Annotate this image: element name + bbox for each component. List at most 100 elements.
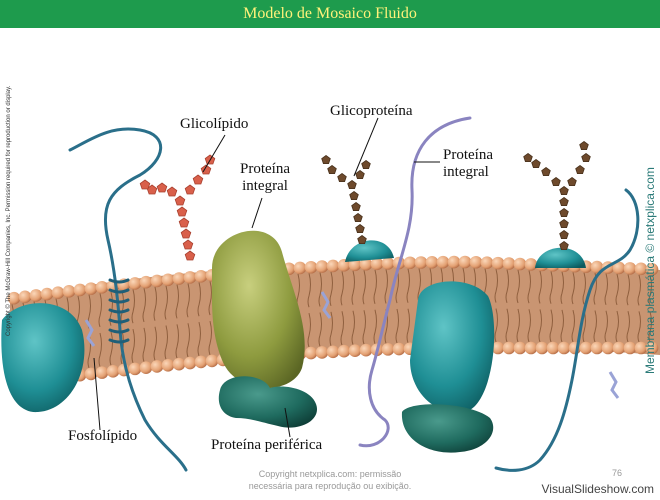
helix-coil-left bbox=[108, 278, 130, 344]
lipid-tail bbox=[362, 310, 366, 345]
lipid-tail bbox=[329, 311, 333, 346]
phospholipid-head bbox=[447, 255, 461, 269]
lipid-tail bbox=[208, 281, 212, 316]
lipid-tail bbox=[373, 309, 377, 344]
sugar-unit bbox=[166, 186, 178, 197]
lipid-tail bbox=[494, 308, 498, 343]
phospholipid-head bbox=[150, 360, 164, 373]
lipid-tail bbox=[351, 270, 355, 305]
glycolipid-sugar-chain bbox=[139, 154, 216, 261]
sugar-unit bbox=[351, 202, 361, 212]
phospholipid-head bbox=[502, 257, 516, 270]
phospholipid-head bbox=[161, 358, 175, 372]
phospholipid-head bbox=[524, 341, 538, 355]
lipid-tail bbox=[571, 309, 575, 343]
lipid-tail bbox=[362, 270, 366, 305]
lipid-tail bbox=[648, 275, 652, 306]
lipid-tail bbox=[142, 327, 146, 362]
phospholipid-head bbox=[128, 362, 142, 376]
phospholipid-head bbox=[414, 256, 428, 269]
lipid-tail bbox=[384, 269, 388, 304]
phospholipid-head bbox=[194, 270, 208, 283]
phospholipid-head bbox=[403, 256, 417, 270]
sugar-unit bbox=[192, 174, 204, 185]
phospholipid-head bbox=[161, 273, 175, 287]
lipid-tail bbox=[571, 272, 575, 305]
phospholipid-head bbox=[293, 261, 307, 275]
lipid-tail bbox=[582, 272, 586, 305]
lipid-tail bbox=[318, 272, 322, 307]
phospholipid-head bbox=[326, 259, 340, 273]
lipid-tail bbox=[318, 312, 322, 347]
lipid-tail bbox=[175, 324, 179, 359]
phospholipid-head bbox=[590, 341, 604, 355]
phospholipid-head bbox=[634, 262, 648, 276]
lipid-tail bbox=[516, 308, 520, 343]
phospholipid-head bbox=[612, 341, 626, 355]
phospholipid-head bbox=[326, 345, 340, 359]
lipid-tail bbox=[153, 326, 157, 361]
sugar-unit bbox=[321, 155, 331, 165]
lipid-tail bbox=[549, 271, 553, 304]
phospholipid-head bbox=[337, 259, 351, 272]
integral-protein bbox=[211, 230, 305, 389]
label-phospholipid: Fosfolípido bbox=[68, 428, 138, 444]
title-bar: Modelo de Mosaico Fluido bbox=[0, 0, 660, 28]
lipid-tail bbox=[197, 282, 201, 317]
page-title: Modelo de Mosaico Fluido bbox=[243, 5, 417, 22]
lipid-tail bbox=[527, 270, 531, 304]
phospholipid-head bbox=[183, 356, 197, 370]
sugar-unit bbox=[327, 165, 337, 175]
sugar-unit bbox=[559, 241, 569, 251]
phospholipid-head bbox=[205, 354, 219, 368]
side-brand: Membrana plasmática © netxplica.com bbox=[643, 167, 657, 374]
sugar-unit bbox=[559, 219, 569, 229]
teal-protein-top-middle bbox=[345, 240, 394, 262]
membrane-diagram bbox=[1, 116, 660, 472]
right-strand bbox=[494, 188, 640, 472]
sugar-unit bbox=[559, 197, 569, 207]
label-integral-protein-right: Proteína integral bbox=[443, 147, 493, 180]
cholesterol-molecules bbox=[84, 291, 620, 399]
sugar-unit bbox=[581, 153, 591, 163]
phospholipid-head bbox=[172, 357, 186, 371]
lipid-tail bbox=[560, 309, 564, 343]
phospholipid-head bbox=[150, 274, 164, 288]
sugar-unit bbox=[139, 179, 151, 190]
phospholipid-head bbox=[95, 366, 109, 379]
peripheral-protein-right bbox=[401, 404, 494, 453]
phospholipid-head bbox=[513, 341, 527, 355]
peripheral-protein bbox=[218, 376, 318, 428]
side-copyright: Copyright © The McGraw-Hill Companies, I… bbox=[6, 85, 12, 336]
lipid-tail bbox=[494, 268, 498, 303]
lipid-tail bbox=[527, 309, 531, 343]
phospholipid-head bbox=[183, 271, 197, 284]
lipid-tail bbox=[307, 313, 311, 348]
sugar-unit bbox=[567, 177, 577, 187]
sugar-unit bbox=[579, 141, 589, 151]
phospholipid-head bbox=[359, 257, 373, 271]
lipid-tail bbox=[395, 308, 399, 344]
label-glycoprotein: Glicoproteína bbox=[330, 103, 413, 119]
phospholipid-head bbox=[612, 261, 626, 275]
phospholipid-head bbox=[601, 341, 615, 355]
lipid-tail bbox=[109, 291, 113, 326]
label-peripheral-protein: Proteína periférica bbox=[211, 437, 323, 453]
sugar-unit bbox=[355, 170, 365, 180]
phospholipid-head bbox=[469, 255, 483, 269]
lipid-tail bbox=[505, 308, 509, 343]
sugar-unit bbox=[523, 153, 533, 163]
lipid-bilayer bbox=[7, 255, 660, 390]
glycoprotein-sugar-chains bbox=[321, 141, 591, 251]
phospholipid-head bbox=[40, 287, 54, 301]
lipid-tail bbox=[505, 269, 509, 303]
label-integral-protein-center: Proteína integral bbox=[240, 161, 290, 194]
watermark: VisualSlideshow.com bbox=[541, 482, 654, 496]
phospholipid-head bbox=[84, 367, 98, 381]
phospholipid-head bbox=[392, 342, 406, 356]
lipid-tail bbox=[626, 311, 630, 343]
phospholipid-head bbox=[139, 275, 153, 289]
sugar-unit bbox=[559, 208, 569, 218]
phospholipid-head bbox=[315, 346, 329, 359]
sugar-unit bbox=[531, 159, 541, 169]
